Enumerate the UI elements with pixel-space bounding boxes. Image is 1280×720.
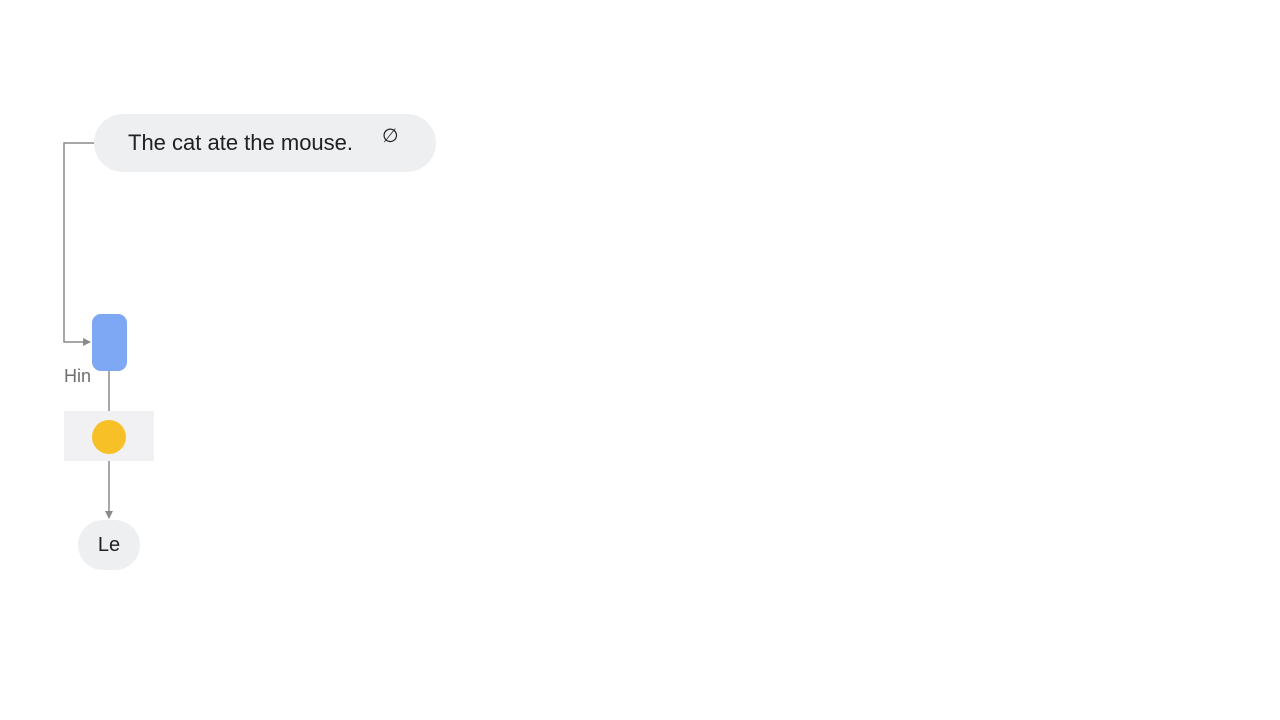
output-node (78, 520, 140, 570)
encoder-block (92, 314, 127, 371)
output-node-label: Le (97, 534, 121, 556)
input-sentence-pill (94, 114, 436, 172)
empty-set-icon: ∅ (382, 126, 399, 147)
encoder-output-label: Hin (64, 366, 92, 386)
pooling-node (92, 420, 126, 454)
sentence-to-encoder-connector (63, 142, 94, 346)
input-sentence-text: The cat ate the mouse. (128, 130, 354, 155)
